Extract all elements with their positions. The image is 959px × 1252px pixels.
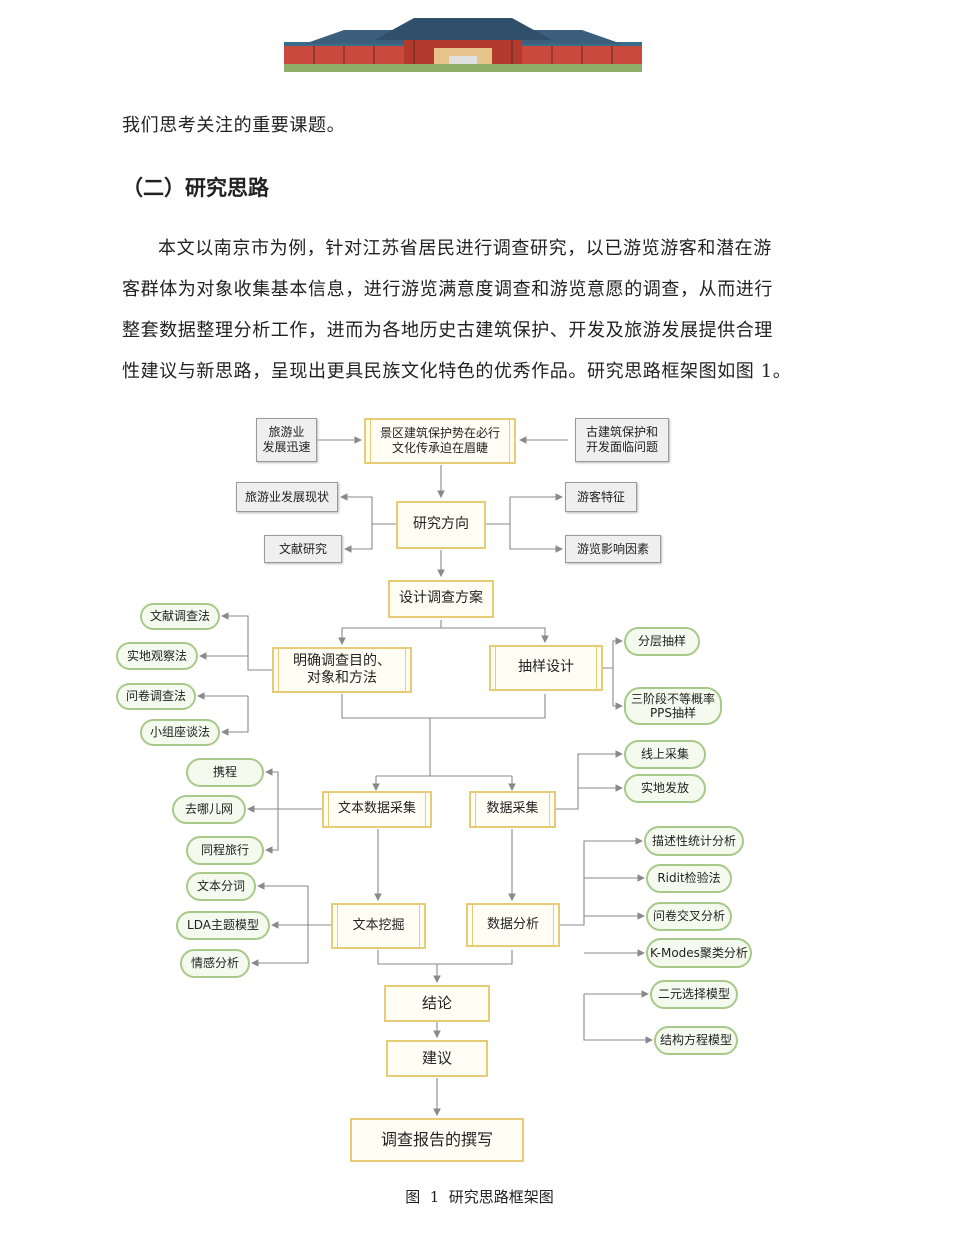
paragraph-line: 整套数据整理分析工作，进而为各地历史古建筑保护、开发及旅游发展提供合理 — [122, 320, 773, 341]
clarify-purpose-box: 明确调查目的、 对象和方法 — [272, 647, 412, 693]
literature-research-box: 文献研究 — [264, 535, 342, 563]
data-collection-box: 数据采集 — [469, 791, 556, 828]
research-direction-box: 研究方向 — [396, 501, 486, 549]
binary-choice-pill: 二元选择模型 — [650, 980, 738, 1009]
stratified-sampling-pill: 分层抽样 — [624, 627, 700, 656]
paragraph-line: 客群体为对象收集基本信息，进行游览满意度调查和游览意愿的调查，从而进行 — [122, 279, 773, 300]
questionnaire-pill: 问卷调查法 — [116, 683, 196, 710]
section-heading: （二）研究思路 — [122, 176, 269, 200]
text-collection-box: 文本数据采集 — [322, 791, 432, 828]
field-observation-pill: 实地观察法 — [116, 642, 198, 670]
ancient-building-problem-box: 古建筑保护和 开发面临问题 — [575, 418, 669, 462]
data-analysis-box: 数据分析 — [466, 903, 560, 947]
design-plan-box: 设计调查方案 — [388, 580, 494, 618]
crosstab-analysis-pill: 问卷交叉分析 — [646, 902, 732, 931]
descriptive-stats-pill: 描述性统计分析 — [644, 826, 744, 856]
literature-survey-pill: 文献调查法 — [140, 603, 220, 630]
report-writing-box: 调查报告的撰写 — [350, 1118, 524, 1162]
qunar-pill: 去哪儿网 — [172, 795, 246, 824]
online-collection-pill: 线上采集 — [624, 740, 706, 769]
tourism-status-box: 旅游业发展现状 — [236, 482, 338, 512]
kmodes-cluster-pill: K-Modes聚类分析 — [646, 938, 752, 968]
paragraph-line: 本文以南京市为例，针对江苏省居民进行调查研究，以已游览游客和潜在游 — [158, 238, 772, 259]
palace-banner-icon — [284, 18, 642, 72]
lda-model-pill: LDA主题模型 — [176, 911, 270, 940]
sentiment-pill: 情感分析 — [180, 949, 250, 978]
text-segmentation-pill: 文本分词 — [186, 872, 256, 901]
suggestion-box: 建议 — [386, 1040, 488, 1077]
conclusion-box: 结论 — [384, 985, 490, 1022]
tongcheng-pill: 同程旅行 — [186, 836, 264, 865]
paragraph-line: 性建议与新思路，呈现出更具民族文化特色的优秀作品。研究思路框架图如图 1。 — [122, 361, 792, 382]
sampling-design-box: 抽样设计 — [489, 645, 603, 691]
tourism-fast-box: 旅游业 发展迅速 — [256, 418, 317, 462]
body-line: 我们思考关注的重要课题。 — [122, 115, 346, 136]
tour-factors-box: 游览影响因素 — [565, 535, 661, 563]
protection-urgent-box: 景区建筑保护势在必行 文化传承迫在眉睫 — [364, 418, 516, 464]
tourist-features-box: 游客特征 — [565, 482, 637, 512]
figure-caption: 图 1 研究思路框架图 — [405, 1188, 554, 1206]
text-mining-box: 文本挖掘 — [331, 903, 426, 949]
ctrip-pill: 携程 — [186, 758, 264, 787]
sem-model-pill: 结构方程模型 — [654, 1026, 738, 1055]
field-distribution-pill: 实地发放 — [624, 774, 706, 803]
three-stage-pps-pill: 三阶段不等概率 PPS抽样 — [624, 687, 722, 725]
group-interview-pill: 小组座谈法 — [140, 719, 220, 746]
ridit-test-pill: Ridit检验法 — [646, 864, 732, 893]
